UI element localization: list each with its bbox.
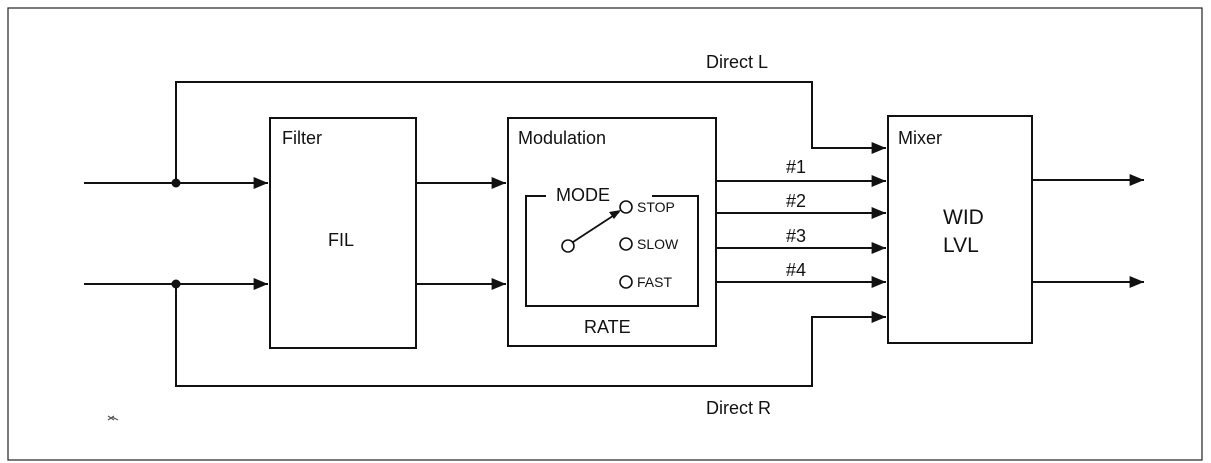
option-fast-label: FAST	[637, 274, 672, 290]
output-label-3: #3	[786, 226, 806, 246]
option-stop-label: STOP	[637, 199, 675, 215]
modulation-title: Modulation	[518, 128, 606, 148]
mixer-param-lvl: LVL	[943, 234, 979, 257]
output-label-2: #2	[786, 191, 806, 211]
direct-l-label: Direct L	[706, 52, 768, 72]
junction-dot-bottom	[171, 279, 181, 289]
mixer-title: Mixer	[898, 128, 942, 148]
filter-title: Filter	[282, 128, 322, 148]
output-label-1: #1	[786, 157, 806, 177]
filter-param: FIL	[328, 230, 354, 250]
mixer-box	[887, 115, 1033, 344]
filter-box	[269, 117, 417, 349]
mode-label: MODE	[556, 185, 610, 205]
output-label-4: #4	[786, 260, 806, 280]
option-slow-label: SLOW	[637, 236, 679, 252]
mixer-param-wid: WID	[943, 206, 984, 229]
junction-dot-top	[171, 178, 181, 188]
outer-frame	[7, 7, 1203, 461]
switch-lever-icon	[572, 211, 620, 243]
direct-l-path	[175, 81, 886, 183]
switch-arrow-icon	[609, 210, 621, 219]
option-fast-circle-icon	[619, 275, 633, 289]
option-slow-circle-icon	[619, 237, 633, 251]
option-stop-circle-icon	[619, 200, 633, 214]
direct-r-label: Direct R	[706, 398, 771, 418]
direct-r-path	[175, 284, 886, 387]
scan-speck	[107, 415, 119, 421]
rate-label: RATE	[584, 317, 631, 337]
switch-pivot-icon	[561, 239, 575, 253]
